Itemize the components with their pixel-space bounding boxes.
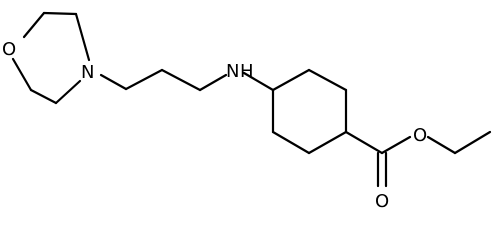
atom-label-o-ester: O: [413, 125, 427, 146]
chemical-structure: O N N H O O: [2, 11, 492, 212]
bond-ring-bottom: [29, 88, 58, 105]
atom-label-h-amine: H: [240, 61, 254, 82]
bond-chain-2: [160, 68, 202, 92]
bond-o-ring-upper: [22, 11, 46, 39]
bond-chain-1: [124, 68, 164, 91]
ethyl-ester: [344, 130, 492, 188]
bond-ring-top: [42, 11, 78, 16]
bond-n-ring-to-chain: [99, 73, 128, 91]
atom-label-o-carbonyl: O: [375, 191, 389, 212]
bond-cyc-1: [271, 68, 311, 92]
bond-ring-upper-right: [74, 12, 91, 62]
bond-chain-to-nh: [198, 73, 228, 92]
atom-label-o-ring: O: [2, 39, 16, 60]
bond-o-ester-to-ch2: [426, 135, 457, 155]
atom-label-n-ring: N: [81, 62, 94, 83]
bond-o-ring-lower: [11, 57, 33, 92]
atom-label-n-amine: N: [226, 61, 239, 82]
bond-cyc-4: [307, 130, 348, 155]
bond-ring-lower-right: [54, 79, 82, 105]
bond-nh-to-ring: [242, 71, 275, 92]
bond-cyc-2: [307, 68, 348, 92]
bond-ch2-to-ch3: [453, 130, 492, 155]
bond-cyc-5: [271, 130, 311, 155]
bond-carbonyl-to-o-ester: [380, 135, 412, 155]
cyclohexane-ring: [242, 68, 348, 155]
propyl-linker: [99, 68, 228, 92]
morpholine-ring: [11, 11, 91, 105]
bond-ring-to-carbonyl: [344, 130, 384, 155]
